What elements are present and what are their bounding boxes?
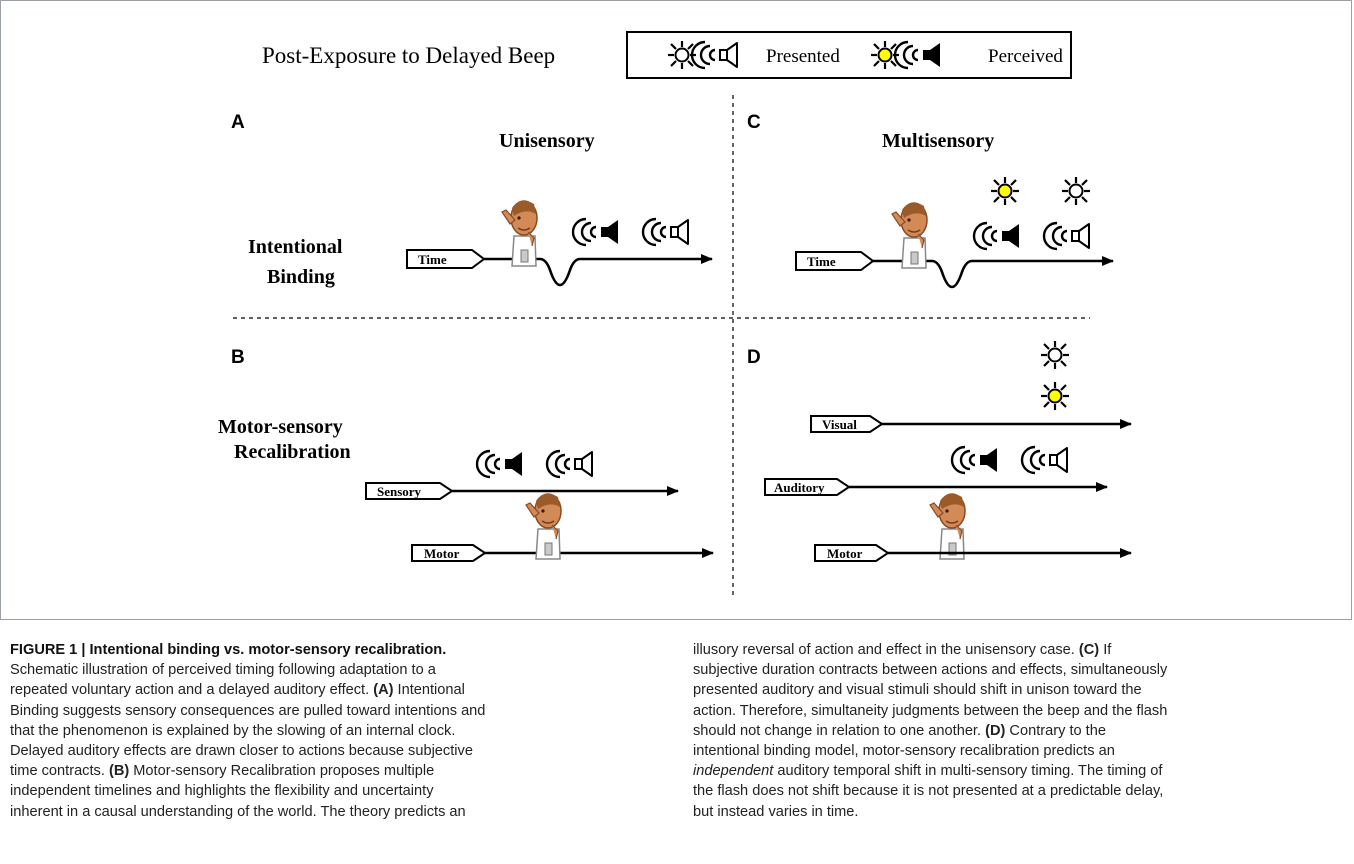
panel-c-timeline: Time [795,177,1114,289]
caption-tag-c: (C) [1078,642,1100,658]
caption-line: action. Therefore, simultaneity judgment… [693,702,1168,719]
caption-line: subjective duration contracts between ac… [693,662,1168,679]
caption-title: FIGURE 1 | Intentional binding vs. motor… [10,642,447,658]
caption-line: illusory reversal of action and effect i… [693,642,1112,658]
speaker-presented-icon [641,217,690,247]
row-label-motor-sensory-2: Recalibration [234,441,351,463]
legend-presented-label: Presented [766,46,840,67]
speaker-perceived-icon [950,445,999,475]
row-label-intentional-2: Binding [267,266,335,288]
figure-caption: FIGURE 1 | Intentional binding vs. motor… [0,640,1354,864]
action-person-icon [501,200,538,267]
caption-line: inherent in a causal understanding of th… [10,803,466,820]
legend-perceived-label: Perceived [988,46,1063,67]
speaker-presented-icon [545,449,594,479]
action-person-icon [929,493,966,560]
timeline-label-motor-d: Motor [827,546,863,561]
caption-line: intentional binding model, motor-sensory… [693,743,1115,760]
figure-frame [0,0,1352,620]
flash-presented-icon [1062,177,1090,205]
panel-d-timelines: Visual Auditory Motor [764,341,1132,562]
caption-line: presented auditory and visual stimuli sh… [693,682,1142,699]
caption-line: Binding suggests sensory consequences ar… [10,702,486,719]
timeline-label-visual: Visual [822,417,857,432]
speaker-perceived-icon [571,217,620,247]
figure-diagram: Post-Exposure to Delayed Beep Presented … [218,31,1132,595]
caption-tag-b: (B) [108,763,130,780]
speaker-perceived-icon [475,449,524,479]
caption-line: that the phenomenon is explained by the … [10,722,456,739]
panel-b-timelines: Sensory Motor [365,449,714,562]
flash-presented-icon [1041,341,1069,369]
caption-line: Schematic illustration of perceived timi… [10,662,436,679]
timeline-label-sensory: Sensory [377,484,422,499]
action-person-icon [525,493,562,560]
flash-perceived-icon [1041,382,1069,410]
caption-line: Delayed auditory effects are drawn close… [10,743,473,760]
caption-line: time contracts. (B) Motor-sensory Recali… [10,763,435,780]
row-label-intentional-1: Intentional [248,236,343,258]
panel-letter-b: B [231,347,245,368]
panel-c-title: Multisensory [882,130,994,152]
legend: Presented Perceived [626,31,1072,79]
caption-line: independent auditory temporal shift in m… [693,763,1163,780]
panel-a-timeline: Time [406,200,713,287]
figure-header-title: Post-Exposure to Delayed Beep [262,43,555,68]
speaker-perceived-icon [972,221,1021,251]
caption-line: the flash does not shift because it is n… [693,783,1164,800]
caption-tag-d: (D) [985,722,1006,739]
timeline-label-auditory: Auditory [774,480,825,495]
caption-line: should not change in relation to one ano… [693,722,1106,739]
caption-tag-a: (A) [373,682,394,699]
caption-line: repeated voluntary action and a delayed … [10,682,465,699]
action-person-icon [891,202,928,269]
panel-letter-a: A [231,112,245,133]
speaker-presented-icon [1020,445,1069,475]
caption-left-column: FIGURE 1 | Intentional binding vs. motor… [10,640,650,822]
panel-a-title: Unisensory [499,130,595,152]
speaker-presented-icon [1042,221,1091,251]
panel-letter-d: D [747,347,761,368]
timeline-label-time-c: Time [807,254,836,269]
caption-line: but instead varies in time. [693,803,859,820]
timeline-label-motor-b: Motor [424,546,460,561]
timeline-label-time-a: Time [418,252,447,267]
caption-line: independent timelines and highlights the… [10,783,434,800]
caption-emphasis-independent: independent [693,763,774,780]
caption-right-column: illusory reversal of action and effect i… [693,640,1343,822]
panel-letter-c: C [747,112,761,133]
flash-perceived-icon [991,177,1019,205]
row-label-motor-sensory-1: Motor-sensory [218,416,343,438]
